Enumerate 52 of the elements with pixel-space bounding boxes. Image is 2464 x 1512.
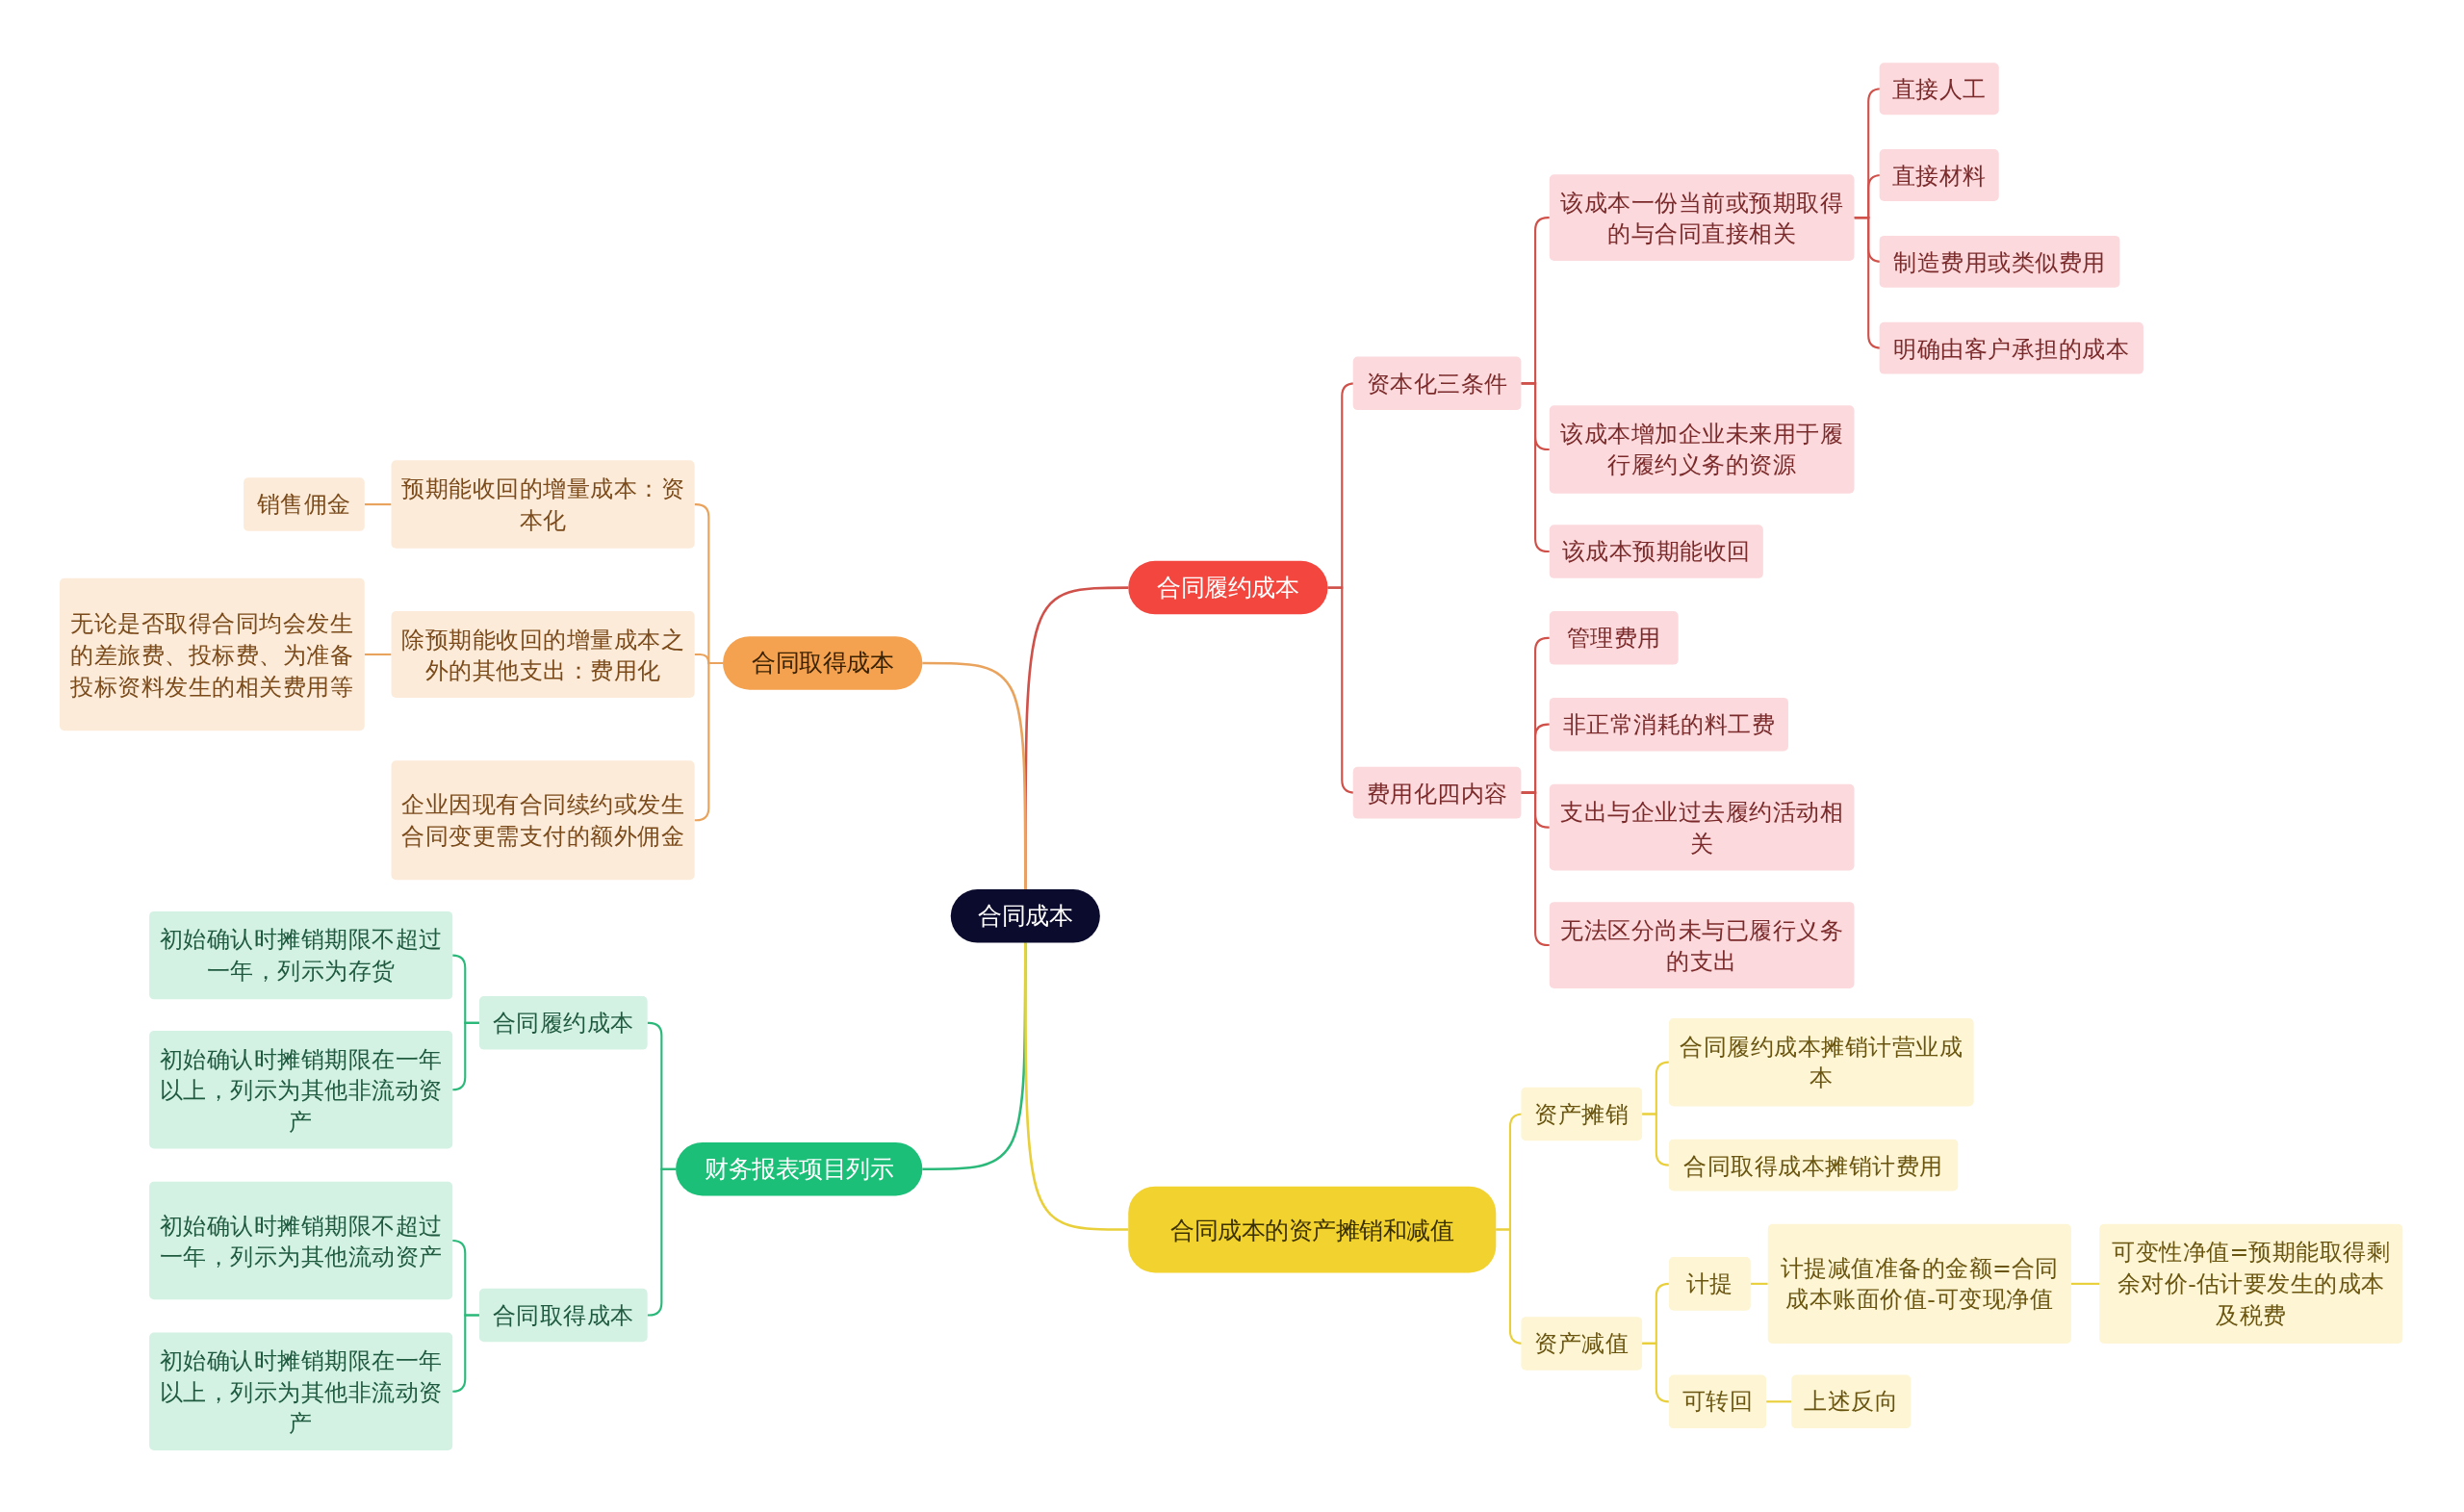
connector-line: [694, 661, 723, 822]
subtopic-box: 销售佣金: [244, 477, 365, 531]
connector-line: [451, 1314, 479, 1393]
subtopic-box: 资产减值: [1521, 1317, 1643, 1371]
subtopic-box: 资产摊销: [1521, 1087, 1643, 1141]
connector-line: [451, 1021, 479, 1091]
subtopic-box: 初始确认时摊销期限不超过一年，列示为其他流动资产: [149, 1181, 453, 1300]
subtopic-box: 管理费用: [1549, 611, 1679, 665]
subtopic-box: 无论是否取得合同均会发生的差旅费、投标费、为准备投标资料发生的相关费用等: [60, 577, 365, 731]
subtopic-box: 计提减值准备的金额=合同成本账面价值-可变现净值: [1767, 1223, 2071, 1344]
subtopic-box: 上述反向: [1791, 1374, 1912, 1429]
subtopic-box: 支出与企业过去履约活动相关: [1549, 783, 1855, 871]
subtopic-box: 企业因现有合同续约或发生合同变更需支付的额外佣金: [391, 760, 695, 881]
subtopic-box: 初始确认时摊销期限在一年以上，列示为其他非流动资产: [149, 1332, 453, 1450]
subtopic-box: 合同取得成本: [478, 1288, 648, 1343]
subtopic-box: 费用化四内容: [1352, 766, 1522, 819]
connector-line: [364, 503, 392, 506]
connector-line: [1521, 791, 1550, 947]
connector-line: [1642, 1113, 1670, 1166]
connector-line: [922, 661, 1027, 890]
branch-topic-box: 财务报表项目列示: [676, 1141, 923, 1196]
subtopic-box: 无法区分尚未与已履行义务的支出: [1549, 902, 1855, 988]
subtopic-box: 初始确认时摊销期限在一年以上，列示为其他非流动资产: [149, 1031, 453, 1149]
connector-line: [364, 653, 392, 656]
subtopic-box: 计提: [1668, 1257, 1751, 1311]
subtopic-box: 明确由客户承担的成本: [1879, 321, 2143, 374]
root-topic-box: 合同成本: [950, 889, 1100, 943]
connector-line: [1642, 1342, 1670, 1403]
connector-line: [2070, 1282, 2100, 1285]
subtopic-box: 直接材料: [1879, 149, 1999, 201]
subtopic-box: 合同履约成本摊销计营业成本: [1668, 1017, 1974, 1107]
connector-line: [647, 1167, 677, 1317]
subtopic-box: 制造费用或类似费用: [1879, 235, 2120, 288]
subtopic-box: 直接人工: [1879, 63, 1999, 115]
branch-topic-box: 合同取得成本: [723, 636, 923, 690]
subtopic-box: 合同取得成本摊销计费用: [1668, 1139, 1959, 1192]
connector-line: [1024, 942, 1129, 1231]
subtopic-box: 非正常消耗的料工费: [1549, 697, 1788, 752]
subtopic-box: 合同履约成本: [478, 996, 648, 1050]
connector-line: [1521, 382, 1550, 553]
subtopic-box: 该成本预期能收回: [1549, 525, 1763, 578]
subtopic-box: 预期能收回的增量成本：资本化: [391, 460, 695, 549]
subtopic-box: 资本化三条件: [1352, 356, 1522, 411]
subtopic-box: 该成本增加企业未来用于履行履约义务的资源: [1549, 405, 1855, 494]
connector-line: [1766, 1400, 1792, 1403]
subtopic-box: 初始确认时摊销期限不超过一年，列示为存货: [149, 910, 453, 1000]
subtopic-box: 该成本一份当前或预期取得的与合同直接相关: [1549, 174, 1855, 261]
subtopic-box: 除预期能收回的增量成本之外的其他支出：费用化: [391, 611, 695, 698]
subtopic-box: 可变性净值=预期能取得剩余对价-估计要发生的成本及税费: [2099, 1223, 2403, 1344]
subtopic-box: 可转回: [1668, 1374, 1767, 1429]
branch-topic-box: 合同成本的资产摊销和减值: [1128, 1186, 1497, 1273]
branch-topic-box: 合同履约成本: [1128, 560, 1328, 615]
